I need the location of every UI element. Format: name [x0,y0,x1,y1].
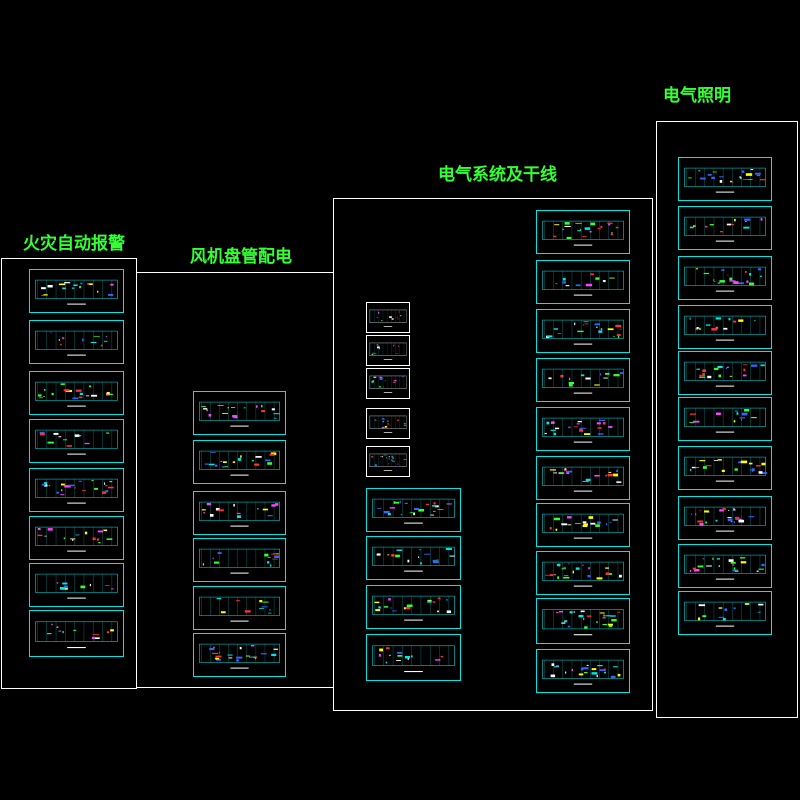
sheet-fire-alarm-plan-6[interactable] [29,563,124,607]
sheet-drawing [684,167,766,193]
sheet-drawing [199,548,280,574]
sheet-lighting-plan-4[interactable] [678,305,772,349]
sheet-drawing [542,270,624,296]
sheet-lighting-plan-3[interactable] [678,256,772,300]
sheet-system-trunk-5[interactable] [536,407,630,451]
sheet-system-schedule[interactable] [366,488,461,532]
sheet-drawing [542,659,624,685]
sheet-fire-alarm-plan-5[interactable] [29,516,124,560]
sheet-system-trunk-9[interactable] [536,598,630,644]
sheet-system-table-2[interactable] [366,446,410,477]
sheet-drawing [542,561,624,587]
sheet-lighting-plan-9[interactable] [678,544,772,588]
sheet-fire-alarm-plan-7[interactable] [29,610,124,657]
sheet-system-table-1[interactable] [366,408,410,439]
sheet-system-trunk-1[interactable] [536,210,630,254]
sheet-drawing [199,501,280,527]
sheet-fan-coil-plan-6[interactable] [193,633,286,677]
sheet-system-trunk-7[interactable] [536,503,630,547]
sheet-drawing [369,342,407,360]
sheet-fire-alarm-system[interactable] [29,269,124,313]
sheet-drawing [372,498,455,524]
sheet-drawing [35,279,118,305]
sheet-drawing [542,319,624,345]
sheet-drawing [35,381,118,407]
sheet-system-riser-2[interactable] [366,585,461,629]
sheet-drawing [369,309,407,327]
sheet-drawing [684,216,766,242]
sheet-system-detail-1[interactable] [366,335,410,366]
sheet-fan-coil-plan-3[interactable] [193,491,286,535]
sheet-system-riser-3[interactable] [366,634,461,681]
sheet-system-cover[interactable] [366,302,410,333]
group-frame-fire-alarm[interactable] [1,258,137,689]
sheet-system-trunk-3[interactable] [536,309,630,353]
sheet-drawing [35,621,118,649]
sheet-fan-coil-plan-2[interactable] [193,440,286,484]
sheet-drawing [35,429,118,455]
sheet-system-riser-1[interactable] [366,536,461,580]
sheet-drawing [684,506,766,532]
sheet-fan-coil-plan-4[interactable] [193,538,286,582]
sheet-fire-alarm-plan-4[interactable] [29,468,124,512]
group-title-lighting: 电气照明 [663,86,731,106]
group-title-fire-alarm: 火灾自动报警 [23,234,125,254]
sheet-lighting-plan-10[interactable] [678,591,772,635]
sheet-system-trunk-6[interactable] [536,456,630,500]
sheet-lighting-plan-8[interactable] [678,496,772,540]
sheet-drawing [35,330,118,356]
sheet-drawing [684,361,766,387]
sheet-drawing [542,417,624,443]
sheet-drawing [684,407,766,433]
sheet-fire-alarm-plan-2[interactable] [29,371,124,415]
sheet-system-trunk-2[interactable] [536,260,630,304]
sheet-system-detail-2[interactable] [366,368,410,399]
sheet-fire-alarm-plan-3[interactable] [29,419,124,463]
sheet-drawing [542,513,624,539]
sheet-fire-alarm-plan-1[interactable] [29,320,124,364]
sheet-drawing [684,601,766,627]
sheet-system-trunk-4[interactable] [536,358,630,402]
sheet-drawing [35,573,118,599]
sheet-drawing [199,643,280,669]
sheet-fan-coil-plan-1[interactable] [193,391,286,435]
sheet-drawing [369,375,407,393]
sheet-drawing [35,478,118,504]
sheet-drawing [684,456,768,482]
sheet-lighting-plan-6[interactable] [678,397,772,441]
group-frame-system[interactable] [333,198,653,711]
sheet-drawing [372,546,455,572]
sheet-drawing [542,368,624,394]
sheet-drawing [542,220,624,246]
sheet-system-trunk-8[interactable] [536,551,630,595]
sheet-drawing [684,554,766,580]
sheet-fan-coil-plan-5[interactable] [193,586,286,630]
group-title-system: 电气系统及干线 [438,165,557,185]
sheet-lighting-plan-5[interactable] [678,351,772,395]
sheet-drawing [369,453,407,471]
sheet-drawing [684,266,766,292]
group-frame-lighting[interactable] [656,121,798,718]
sheet-drawing [684,315,766,341]
sheet-drawing [369,415,407,433]
sheet-drawing [199,450,280,476]
sheet-drawing [199,596,280,622]
sheet-lighting-plan-7[interactable] [678,446,772,490]
sheet-drawing [372,595,455,621]
sheet-drawing [199,401,280,427]
sheet-drawing [542,609,624,636]
sheet-drawing [35,526,118,552]
sheet-lighting-plan-2[interactable] [678,206,772,250]
sheet-lighting-plan-1[interactable] [678,157,772,201]
sheet-drawing [542,466,624,492]
sheet-drawing [372,645,455,673]
sheet-system-trunk-10[interactable] [536,649,630,693]
group-title-fan-coil: 风机盘管配电 [190,247,292,267]
